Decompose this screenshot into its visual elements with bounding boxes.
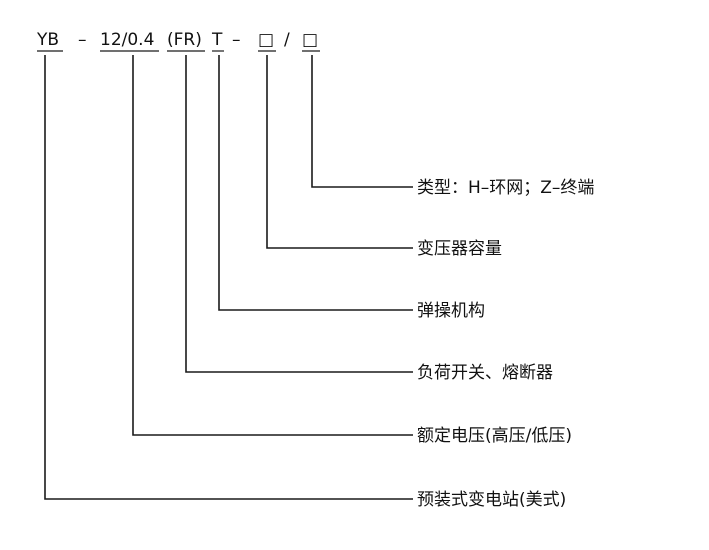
leader-switch <box>185 55 413 373</box>
code-part-slash: / <box>284 30 290 50</box>
leader-mechanism <box>218 55 413 311</box>
leader-voltage <box>132 55 413 436</box>
code-part-dash-2: – <box>232 30 241 50</box>
leader-lines <box>44 55 413 500</box>
label-switch: 负荷开关、熔断器 <box>417 363 553 383</box>
code-part-dash-1: – <box>78 30 87 50</box>
code-part-box-1: □ <box>258 30 274 50</box>
leader-capacity <box>266 55 413 249</box>
leader-product <box>44 55 413 500</box>
code-part-t: T <box>211 30 223 50</box>
code-part-rating: 12/0.4 <box>100 30 154 50</box>
label-product: 预装式变电站(美式) <box>417 490 566 510</box>
code-part-fr: (FR) <box>167 30 202 50</box>
code-part-yb: YB <box>36 30 59 50</box>
label-voltage: 额定电压(高压/低压) <box>417 426 572 446</box>
labels: 类型：H–环网；Z–终端 变压器容量 弹操机构 负荷开关、熔断器 额定电压(高压… <box>417 178 594 510</box>
label-type: 类型：H–环网；Z–终端 <box>417 178 594 198</box>
code-part-box-2: □ <box>302 30 318 50</box>
leader-type <box>311 55 413 188</box>
model-code: YB – 12/0.4 (FR) T – □ / □ <box>36 30 320 52</box>
label-mechanism: 弹操机构 <box>417 301 485 321</box>
label-capacity: 变压器容量 <box>417 239 502 259</box>
